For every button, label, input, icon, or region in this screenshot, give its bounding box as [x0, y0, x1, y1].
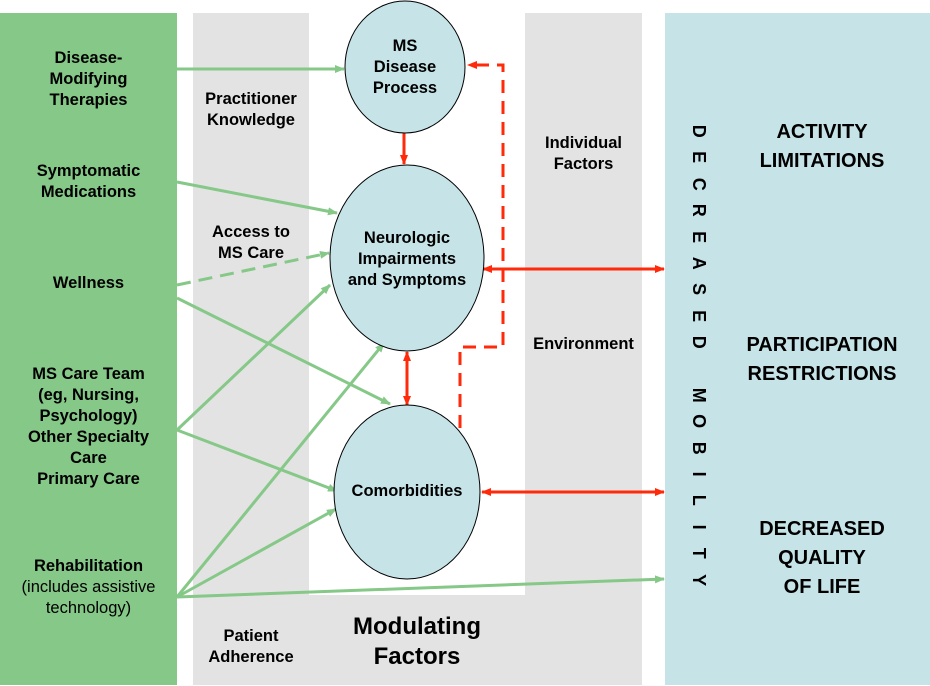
node-ms-disease-process [344, 0, 466, 134]
arrow-careteam-to-neurologic [175, 283, 332, 432]
arrow-symptomatic-to-neurologic [176, 180, 338, 216]
label-rehabilitation-subtitle: (includes assistive technology) [21, 578, 156, 617]
label-decreased-quality-of-life: DECREASED QUALITY OF LIFE [759, 518, 885, 598]
vertical-letter: D [689, 335, 710, 349]
vertical-letter: R [689, 203, 710, 217]
label-symptomatic-medications: Symptomatic Medications [36, 162, 141, 201]
arrow-rehab-to-outcomes [176, 575, 665, 599]
vertical-letter: L [689, 495, 710, 507]
arrow-rehab-to-comorbidities [176, 507, 337, 599]
node-comorbidities [333, 404, 481, 580]
label-wellness: Wellness [52, 274, 125, 292]
node-neurologic-impairments [329, 164, 485, 352]
arrow-comorbidities-feedback-dashed [458, 61, 505, 428]
label-practitioner-knowledge: Practitioner Knowledge [205, 90, 297, 129]
vertical-letter: S [689, 283, 710, 296]
node-label-ms-disease-process: MS Disease Process [372, 37, 438, 97]
vertical-letter: O [689, 414, 710, 429]
label-rehabilitation: Rehabilitation [33, 557, 144, 575]
label-activity-limitations: ACTIVITY LIMITATIONS [759, 121, 885, 172]
node-label-neurologic-impairments: Neurologic Impairments and Symptoms [347, 229, 467, 289]
arrow-wellness-to-neurologic-dashed [176, 250, 330, 287]
interventions-column [0, 13, 177, 685]
outcomes-column [665, 13, 930, 685]
label-environment: Environment [533, 335, 634, 353]
label-patient-adherence: Patient Adherence [208, 627, 294, 666]
vertical-letter: E [689, 151, 710, 164]
arrow-wellness-to-comorbidities [176, 296, 391, 406]
label-access-to-ms-care: Access to MS Care [212, 223, 290, 262]
node-label-comorbidities: Comorbidities [351, 482, 463, 500]
label-individual-factors: Individual Factors [544, 134, 622, 173]
label-modulating-factors: Modulating Factors [353, 613, 481, 670]
label-ms-care-team: MS Care Team (eg, Nursing, Psychology) O… [27, 365, 150, 488]
vertical-letter: T [689, 547, 710, 559]
arrow-careteam-to-comorbidities [176, 428, 338, 493]
label-disease-modifying-therapies: Disease- Modifying Therapies [49, 49, 128, 109]
label-participation-restrictions: PARTICIPATION RESTRICTIONS [746, 334, 898, 385]
vertical-letter: Y [689, 573, 710, 586]
arrow-rehab-to-neurologic [175, 342, 386, 598]
